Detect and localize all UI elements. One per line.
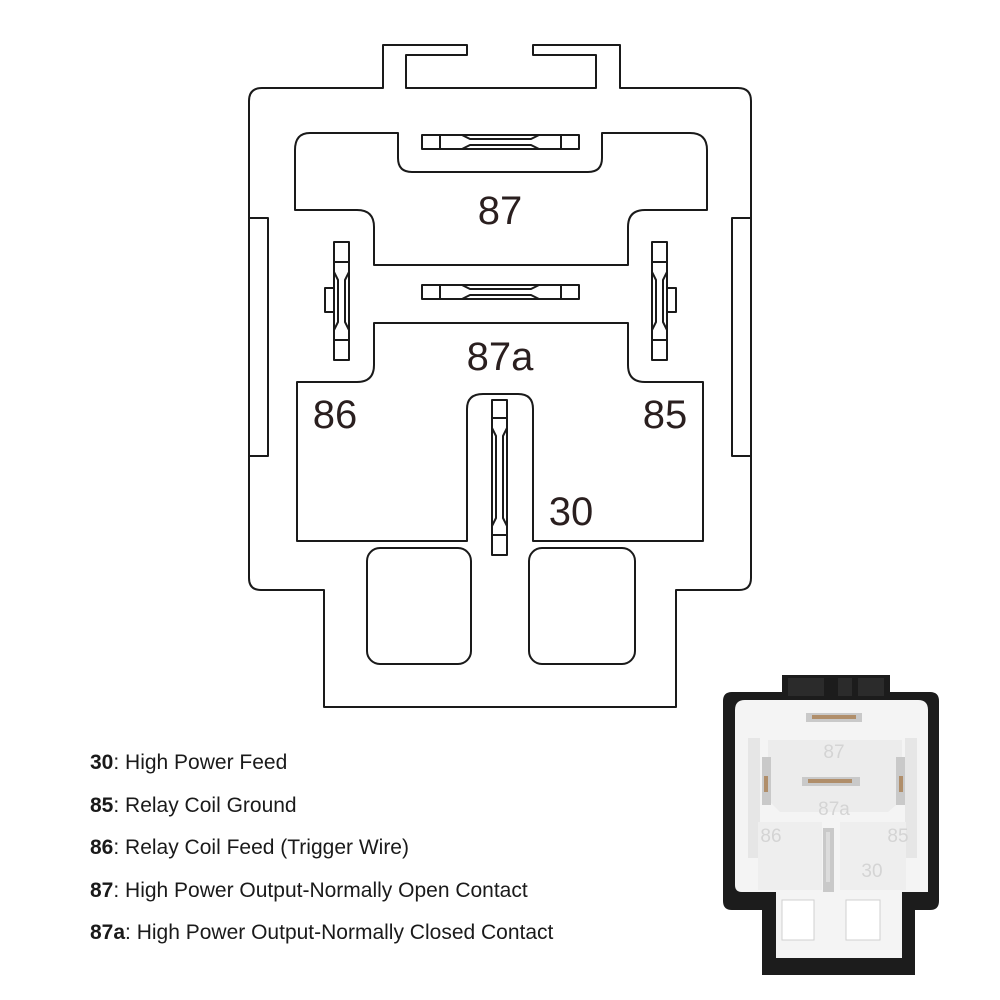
legend-item-30: 30: High Power Feed xyxy=(90,742,553,785)
legend-desc: : High Power Feed xyxy=(113,751,288,774)
legend-pin: 85 xyxy=(90,793,114,817)
bottom-right-cutout xyxy=(528,547,636,665)
photo-label-87a: 87a xyxy=(818,799,850,820)
label-86: 86 xyxy=(313,393,358,437)
pin-87-chamber xyxy=(294,132,708,266)
terminal-86 xyxy=(324,241,350,361)
bottom-left-cutout xyxy=(366,547,472,665)
pin-legend: 30: High Power Feed 85: Relay Coil Groun… xyxy=(90,742,553,955)
terminal-87a xyxy=(421,284,580,300)
legend-pin: 87 xyxy=(90,878,114,902)
photo-label-85: 85 xyxy=(887,826,908,847)
legend-item-87a: 87a: High Power Output-Normally Closed C… xyxy=(90,912,553,955)
terminal-30 xyxy=(491,399,508,556)
label-85: 85 xyxy=(643,393,688,437)
legend-item-86: 86: Relay Coil Feed (Trigger Wire) xyxy=(90,827,553,870)
legend-desc: : Relay Coil Ground xyxy=(113,793,297,817)
legend-desc: : Relay Coil Feed (Trigger Wire) xyxy=(113,836,409,859)
legend-pin: 30 xyxy=(90,751,114,774)
right-side-rail xyxy=(731,217,752,457)
label-87: 87 xyxy=(478,189,523,233)
photo-label-86: 86 xyxy=(760,826,781,847)
terminal-85 xyxy=(651,241,677,361)
legend-desc: : High Power Output-Normally Closed Cont… xyxy=(125,921,554,944)
label-30: 30 xyxy=(549,490,594,534)
left-side-rail xyxy=(248,217,269,457)
legend-pin: 87a xyxy=(90,921,126,944)
legend-item-87: 87: High Power Output-Normally Open Cont… xyxy=(90,870,553,913)
terminal-87 xyxy=(421,134,580,150)
pin-chamber-lower xyxy=(296,322,704,542)
photo-label-30: 30 xyxy=(861,861,882,882)
label-87a: 87a xyxy=(467,335,534,379)
relay-photo: 87 87a 86 85 30 xyxy=(723,675,939,975)
legend-item-85: 85: Relay Coil Ground xyxy=(90,785,553,828)
photo-label-87: 87 xyxy=(823,742,844,763)
relay-housing-outline xyxy=(248,44,752,708)
legend-desc: : High Power Output-Normally Open Contac… xyxy=(113,878,528,902)
legend-pin: 86 xyxy=(90,836,114,859)
